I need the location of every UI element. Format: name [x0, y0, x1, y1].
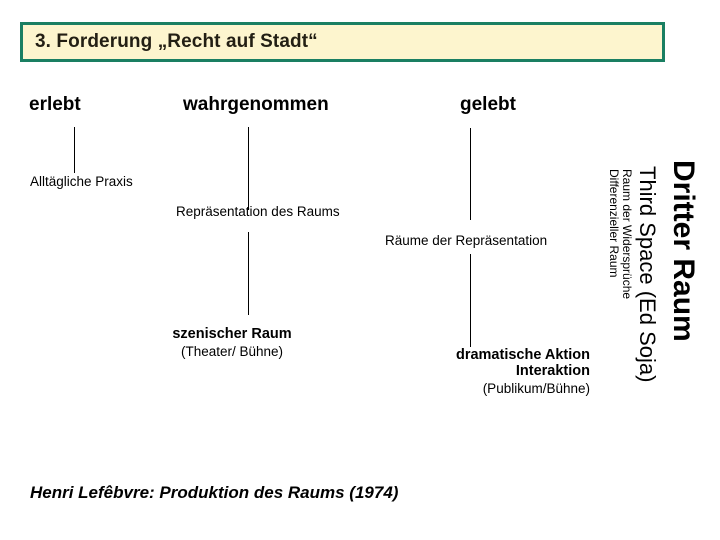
vertical-label-raum-der-widersprueche: Raum der Widersprüche: [620, 169, 634, 300]
scenic-space-heading: szenischer Raum: [172, 326, 292, 342]
flow-label-alltaegliche-praxis: Alltägliche Praxis: [30, 174, 133, 189]
title-box: 3. Forderung „Recht auf Stadt“: [20, 22, 665, 62]
column-header-gelebt: gelebt: [460, 94, 516, 115]
connector-line-right-upper: [470, 128, 471, 220]
connector-line-middle-lower: [248, 232, 249, 315]
attribution-text: Henri Lefêbvre: Produktion des Raums (19…: [30, 483, 399, 502]
scenic-space-block: szenischer Raum (Theater/ Bühne): [110, 326, 354, 359]
column-header-wahrgenommen: wahrgenommen: [183, 94, 329, 115]
column-header-erlebt: erlebt: [29, 94, 81, 115]
connector-line-right-lower: [470, 254, 471, 347]
interaction-heading: Interaktion: [515, 363, 590, 379]
vertical-label-third-space: Third Space (Ed Soja): [635, 166, 660, 383]
scenic-space-subtitle: (Theater/ Bühne): [180, 344, 284, 359]
dramatic-action-subtitle: (Publikum/Bühne): [482, 381, 590, 396]
connector-line-left-upper: [74, 127, 75, 173]
dramatic-action-block: dramatische Aktion Interaktion (Publikum…: [320, 347, 590, 396]
vertical-label-dritter-raum: Dritter Raum: [667, 160, 700, 342]
connector-line-middle-upper: [248, 127, 249, 210]
flow-label-raeume-der-repraesentation: Räume der Repräsentation: [385, 233, 548, 248]
page-title: 3. Forderung „Recht auf Stadt“: [35, 31, 318, 52]
dramatic-action-heading: dramatische Aktion: [455, 347, 590, 363]
flow-label-repraesentation-des-raums: Repräsentation des Raums: [176, 204, 340, 219]
vertical-label-differenzieller-raum: Differenzieller Raum: [607, 169, 621, 278]
